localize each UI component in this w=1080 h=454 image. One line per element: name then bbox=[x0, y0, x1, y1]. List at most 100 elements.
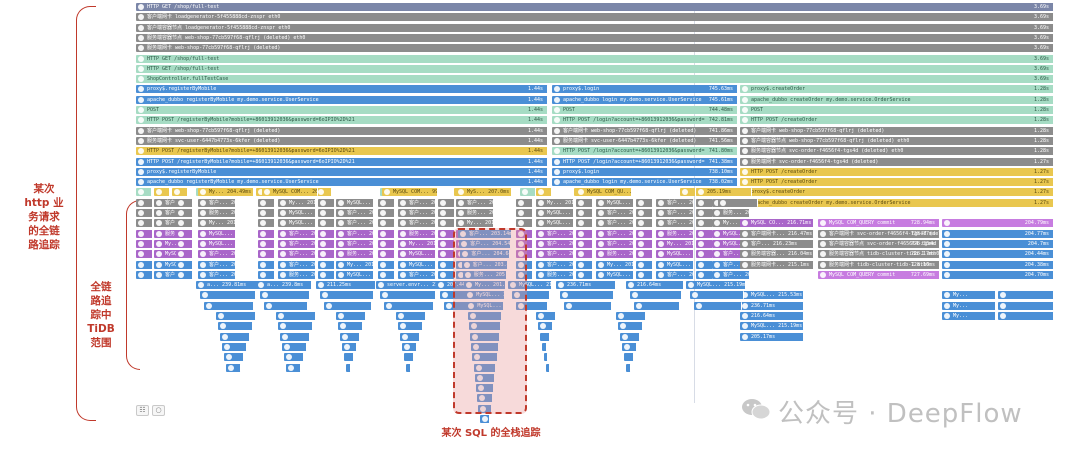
root-span[interactable]: 服务端容器节点 web-shop-77cb597f68-qflrj (delet… bbox=[136, 33, 1054, 42]
tidb-span[interactable]: MySQL... 218.76ms bbox=[596, 198, 634, 207]
tidb-span[interactable]: MySQL... 218.76ms bbox=[336, 198, 374, 207]
deep-span[interactable] bbox=[264, 301, 308, 310]
sql-chip[interactable] bbox=[154, 188, 170, 197]
tidb-span[interactable] bbox=[176, 219, 193, 228]
tidb-span[interactable]: MySQL... 254.18ms bbox=[398, 250, 436, 259]
order-sql-span[interactable]: MySQL CO... 216.71ms bbox=[740, 219, 814, 228]
deep-span[interactable] bbox=[620, 332, 640, 341]
deep-span[interactable] bbox=[276, 312, 316, 320]
sql-stack-span[interactable] bbox=[472, 353, 498, 362]
deep-span[interactable] bbox=[380, 291, 436, 300]
tidb-span[interactable]: MySQL... 218.76ms bbox=[536, 219, 574, 228]
tidb-span[interactable]: 客户... 204.64ms bbox=[536, 250, 574, 259]
deep-span[interactable]: My... bbox=[942, 301, 996, 310]
deep-span[interactable]: My... bbox=[942, 291, 996, 300]
tidb-span[interactable] bbox=[378, 198, 395, 207]
tidb-span[interactable]: My... 201.93ms bbox=[656, 239, 694, 248]
tidb-span[interactable] bbox=[516, 209, 533, 217]
tidb-span[interactable] bbox=[258, 270, 275, 279]
deep-span[interactable] bbox=[336, 312, 366, 320]
deep-span[interactable] bbox=[998, 291, 1054, 300]
order-span[interactable]: apache_dubbo createOrder my.demo.service… bbox=[740, 198, 1054, 207]
tidb-span[interactable]: 服务... 205.35ms bbox=[596, 250, 634, 259]
tidb-span[interactable] bbox=[318, 229, 335, 238]
deep-span[interactable] bbox=[222, 342, 247, 351]
tidb-span[interactable]: MySQL... 254.18ms bbox=[336, 270, 374, 279]
tidb-span[interactable]: 客户... 203.14ms bbox=[278, 229, 316, 238]
deep-span[interactable] bbox=[216, 312, 256, 320]
tidb-span[interactable] bbox=[438, 219, 455, 228]
deep-span[interactable]: server.envr... 219.10ms bbox=[376, 281, 438, 290]
tidb-span[interactable]: 客户... 203.14ms bbox=[336, 209, 374, 217]
order-span[interactable]: 服务端网卡 svc-order-f4656f4-tgs4d (deleted)1… bbox=[740, 157, 1054, 166]
tidb-span[interactable] bbox=[718, 198, 758, 207]
tidb-span[interactable]: 服务... 205.35ms bbox=[198, 209, 236, 217]
order-sql-span[interactable]: 204.77ms bbox=[942, 229, 1054, 238]
tidb-span[interactable] bbox=[576, 270, 593, 279]
tidb-span[interactable]: 客户... 204.54ms bbox=[198, 260, 236, 269]
tidb-span[interactable] bbox=[136, 270, 153, 279]
tidb-span[interactable]: My... 201.93ms bbox=[536, 198, 574, 207]
tidb-span[interactable]: MySQL... 254.18ms bbox=[596, 270, 634, 279]
tidb-span[interactable]: 客户... 204.54ms bbox=[336, 219, 374, 228]
tidb-span[interactable] bbox=[136, 229, 153, 238]
sql-span[interactable]: MySQL COM... 207.3ms bbox=[262, 188, 318, 197]
tidb-span[interactable]: My... 201.93ms bbox=[198, 219, 236, 228]
register-span[interactable]: HTTP POST /registerByMobile?mobile=+8601… bbox=[136, 147, 548, 156]
deep-span[interactable]: MySQL... 215.53ms bbox=[508, 281, 552, 290]
root-span[interactable]: 客户端网卡 loadgenerator-5f455888cd-znspr eth… bbox=[136, 13, 1054, 22]
tidb-span[interactable]: 服务... 205.35ms bbox=[712, 209, 750, 217]
tidb-span[interactable] bbox=[318, 260, 335, 269]
sql-stack-span[interactable] bbox=[474, 373, 496, 382]
deep-span[interactable] bbox=[542, 342, 547, 351]
tidb-span[interactable] bbox=[176, 198, 193, 207]
tidb-span[interactable] bbox=[636, 239, 653, 248]
sql-chip[interactable] bbox=[680, 188, 696, 197]
order-span[interactable]: apache_dubbo createOrder my.demo.service… bbox=[740, 95, 1054, 104]
tidb-span[interactable] bbox=[636, 198, 653, 207]
register-span[interactable]: apache_dubbo registerByMobile my.demo.se… bbox=[136, 95, 548, 104]
order-sql-span[interactable]: 204.7ms bbox=[942, 239, 1054, 248]
tidb-span[interactable] bbox=[258, 209, 275, 217]
order-span[interactable]: 服务端容器节点 svc-order-f4656f4-tgs4d (deleted… bbox=[740, 147, 1054, 156]
sql-chip[interactable] bbox=[316, 188, 332, 197]
register-span[interactable]: 客户端网卡 web-shop-77cb597f68-qflrj (deleted… bbox=[136, 126, 548, 135]
deep-span[interactable] bbox=[220, 332, 250, 341]
sql-stack-span[interactable]: 客户... 203.46ms bbox=[461, 260, 509, 269]
tidb-span[interactable] bbox=[696, 260, 713, 269]
tidb-span[interactable] bbox=[318, 239, 335, 248]
tidb-span[interactable] bbox=[438, 198, 455, 207]
tidb-span[interactable]: 客户... 204.54ms bbox=[596, 219, 634, 228]
login-span[interactable]: 客户端网卡 web-shop-77cb597f68-qflrj (deleted… bbox=[552, 126, 738, 135]
tidb-span[interactable]: 客户... 204.64ms bbox=[596, 229, 634, 238]
order-sql-span[interactable]: 204.44ms bbox=[942, 250, 1054, 259]
root-span[interactable]: 服务端网卡 web-shop-77cb597f68-qflrj (deleted… bbox=[136, 44, 1054, 53]
tidb-span[interactable] bbox=[378, 229, 395, 238]
deep-span[interactable] bbox=[998, 301, 1054, 310]
deep-span[interactable] bbox=[634, 301, 680, 310]
deep-span[interactable] bbox=[260, 291, 310, 300]
tidb-span[interactable] bbox=[636, 270, 653, 279]
sql-stack-span[interactable] bbox=[476, 384, 494, 393]
deep-span[interactable] bbox=[384, 301, 434, 310]
deep-span[interactable] bbox=[560, 291, 614, 300]
tidb-span[interactable]: 客户... 203.46ms bbox=[198, 198, 236, 207]
tidb-span[interactable] bbox=[516, 239, 533, 248]
tidb-span[interactable]: My... 201.93ms bbox=[456, 219, 494, 228]
deep-span[interactable] bbox=[538, 322, 553, 331]
deep-span[interactable] bbox=[536, 312, 556, 320]
deep-span[interactable] bbox=[320, 291, 374, 300]
tidb-span[interactable] bbox=[696, 198, 713, 207]
tidb-span[interactable] bbox=[636, 250, 653, 259]
deep-span[interactable]: a... 239.8ms bbox=[256, 281, 312, 290]
sql-stack-span[interactable]: 服务... 205.35ms bbox=[462, 270, 508, 279]
deep-span[interactable] bbox=[344, 353, 354, 362]
deep-span[interactable] bbox=[544, 353, 548, 362]
login-span[interactable]: apache_dubbo login my.demo.service.UserS… bbox=[552, 178, 738, 187]
tidb-span[interactable]: 服务... 205.35ms bbox=[536, 270, 574, 279]
